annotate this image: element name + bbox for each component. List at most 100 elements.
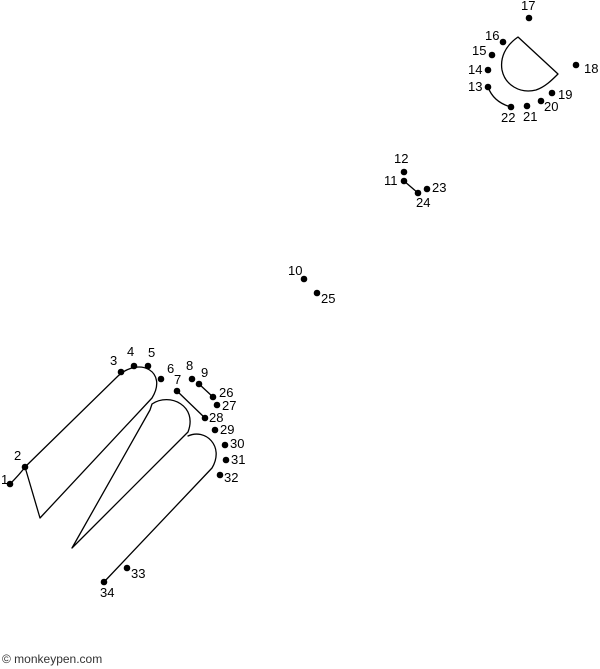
- dot-number-label: 20: [544, 99, 558, 114]
- dot-number-label: 5: [148, 345, 155, 360]
- dot-number-label: 1: [1, 472, 8, 487]
- tine-3: [103, 433, 217, 583]
- dot-14: 14: [468, 62, 492, 77]
- dot-number-label: 13: [468, 79, 482, 94]
- dot-number-label: 30: [230, 436, 244, 451]
- dot-33: 33: [123, 564, 145, 581]
- dot-number-label: 8: [186, 358, 193, 373]
- dot-number-label: 18: [584, 61, 598, 76]
- dot-2: 2: [14, 448, 29, 471]
- dot-marker: [157, 375, 165, 383]
- dot-27: 27: [213, 398, 236, 413]
- dot-34: 34: [100, 578, 114, 600]
- dot-marker: [221, 441, 229, 449]
- dot-marker: [537, 97, 545, 105]
- dot-16: 16: [485, 28, 507, 46]
- dot-marker: [211, 426, 219, 434]
- dot-1: 1: [1, 472, 14, 488]
- dot-marker: [300, 275, 308, 283]
- dot-number-label: 23: [432, 180, 446, 195]
- dot-number-label: 27: [222, 398, 236, 413]
- dot-number-label: 32: [224, 470, 238, 485]
- dot-6: 6: [157, 361, 174, 383]
- dot-marker: [213, 401, 221, 409]
- dot-32: 32: [216, 470, 238, 485]
- dot-23: 23: [423, 180, 446, 195]
- dot-31: 31: [222, 452, 245, 467]
- dot-marker: [222, 456, 230, 464]
- drawn-outline-paths: [9, 36, 559, 583]
- dot-number-label: 14: [468, 62, 482, 77]
- tine-1: [24, 366, 158, 519]
- dot-number-label: 9: [201, 365, 208, 380]
- dot-marker: [525, 14, 533, 22]
- dot-18: 18: [572, 61, 598, 76]
- outline-13-22: [487, 86, 512, 108]
- dot-11: 11: [384, 173, 408, 188]
- dot-4: 4: [127, 344, 138, 370]
- dot-marker: [484, 66, 492, 74]
- dot-26: 26: [209, 385, 233, 401]
- dot-number-label: 6: [167, 361, 174, 376]
- dot-5: 5: [144, 345, 155, 370]
- dot-number-label: 15: [472, 43, 486, 58]
- dot-marker: [484, 83, 492, 91]
- dot-marker: [188, 375, 196, 383]
- dot-number-label: 31: [231, 452, 245, 467]
- dot-marker: [414, 189, 422, 197]
- dot-number-label: 28: [209, 410, 223, 425]
- head-outline: [500, 36, 559, 92]
- dot-15: 15: [472, 43, 496, 59]
- dot-marker: [548, 89, 556, 97]
- dot-marker: [123, 564, 131, 572]
- dot-number-label: 4: [127, 344, 134, 359]
- dot-28: 28: [201, 410, 223, 425]
- dot-number-label: 17: [521, 0, 535, 13]
- dot-number-label: 24: [416, 195, 430, 210]
- dot-29: 29: [211, 422, 234, 437]
- dot-13: 13: [468, 79, 492, 94]
- dot-8: 8: [186, 358, 196, 383]
- dot-number-label: 33: [131, 566, 145, 581]
- dot-number-label: 11: [384, 173, 398, 188]
- tine-2: [71, 399, 191, 549]
- outline-1-2: [9, 466, 26, 485]
- dot-marker: [499, 38, 507, 46]
- dot-marker: [195, 380, 203, 388]
- dot-19: 19: [548, 87, 572, 102]
- dot-marker: [130, 362, 138, 370]
- dot-7: 7: [173, 372, 181, 395]
- dot-marker: [201, 414, 209, 422]
- dot-marker: [400, 177, 408, 185]
- dot-24: 24: [414, 189, 430, 210]
- dot-number-label: 2: [14, 448, 21, 463]
- dot-20: 20: [537, 97, 558, 114]
- connector-7-28: [176, 390, 206, 419]
- dot-number-label: 16: [485, 28, 499, 43]
- credit-text: © monkeypen.com: [2, 652, 103, 666]
- dot-marker: [400, 168, 408, 176]
- dot-3: 3: [110, 353, 125, 376]
- dot-17: 17: [521, 0, 535, 22]
- dot-25: 25: [313, 289, 335, 306]
- dot-number-label: 25: [321, 291, 335, 306]
- dot-number-label: 10: [288, 263, 302, 278]
- dot-marker: [423, 185, 431, 193]
- dot-number-label: 22: [501, 110, 515, 125]
- dot-marker: [6, 480, 14, 488]
- dot-number-label: 34: [100, 585, 114, 600]
- dot-number-label: 21: [523, 109, 537, 124]
- dot-marker: [100, 578, 108, 586]
- dot-21: 21: [523, 102, 537, 124]
- dot-10: 10: [288, 263, 308, 283]
- dot-marker: [21, 463, 29, 471]
- dot-marker: [144, 362, 152, 370]
- dot-number-label: 3: [110, 353, 117, 368]
- dot-9: 9: [195, 365, 208, 388]
- dot-number-label: 26: [219, 385, 233, 400]
- dot-marker: [523, 102, 531, 110]
- dot-number-label: 19: [558, 87, 572, 102]
- dot-marker: [216, 471, 224, 479]
